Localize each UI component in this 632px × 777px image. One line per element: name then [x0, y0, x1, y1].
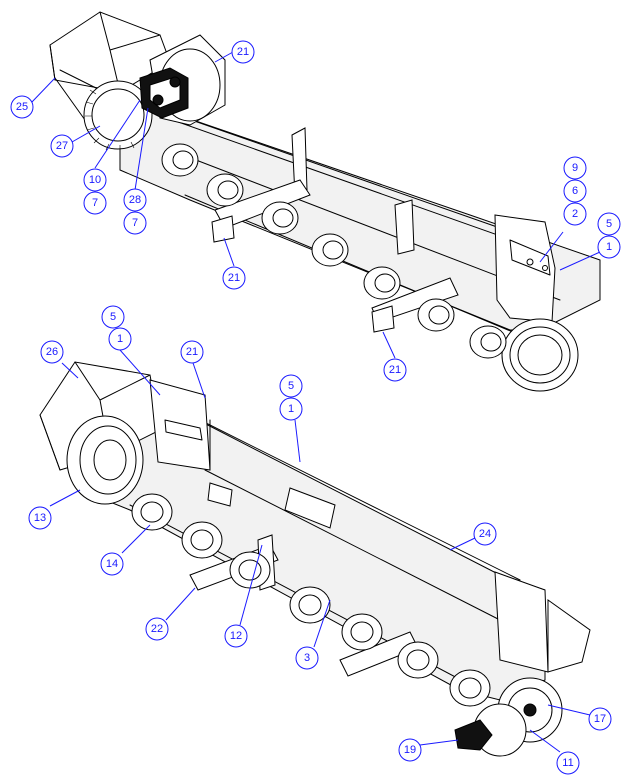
- svg-text:5: 5: [110, 311, 116, 323]
- svg-text:3: 3: [304, 652, 310, 664]
- balloon-7[interactable]: 7: [83, 191, 107, 215]
- svg-text:9: 9: [572, 162, 578, 174]
- bottom-rollers-top-view: [161, 143, 507, 359]
- svg-text:14: 14: [106, 558, 118, 570]
- balloon-21[interactable]: 21: [383, 358, 407, 382]
- svg-text:11: 11: [562, 757, 573, 769]
- balloon-19[interactable]: 19: [398, 738, 422, 762]
- drive-sprocket: [83, 80, 153, 152]
- callout-balloons: 25 21 27 10 7 28 7 21 9 6 2 5 1 21 5 1 2…: [10, 40, 621, 775]
- svg-text:27: 27: [56, 140, 68, 152]
- leader-lines: [30, 51, 601, 753]
- balloon-5[interactable]: 5: [279, 374, 303, 398]
- svg-text:19: 19: [404, 744, 416, 756]
- balloon-6[interactable]: 6: [563, 179, 587, 203]
- balloon-14[interactable]: 14: [100, 552, 124, 576]
- svg-text:24: 24: [479, 528, 491, 540]
- svg-text:5: 5: [288, 380, 294, 392]
- svg-text:12: 12: [230, 630, 242, 642]
- svg-text:10: 10: [89, 174, 101, 186]
- balloon-11[interactable]: 11: [556, 751, 580, 775]
- balloon-1[interactable]: 1: [108, 327, 132, 351]
- svg-text:25: 25: [16, 101, 28, 113]
- balloon-27[interactable]: 27: [50, 134, 74, 158]
- svg-text:1: 1: [606, 241, 612, 253]
- balloon-9[interactable]: 9: [563, 156, 587, 180]
- bottom-track-assembly: [39, 361, 591, 757]
- top-track-assembly: [49, 11, 601, 392]
- bottom-drive-sprocket: [473, 677, 563, 757]
- balloon-24[interactable]: 24: [473, 522, 497, 546]
- balloon-5[interactable]: 5: [597, 212, 621, 236]
- svg-text:28: 28: [129, 194, 141, 206]
- balloon-13[interactable]: 13: [28, 506, 52, 530]
- svg-text:1: 1: [288, 403, 294, 415]
- balloon-7[interactable]: 7: [123, 211, 147, 235]
- balloon-12[interactable]: 12: [224, 624, 248, 648]
- balloon-21[interactable]: 21: [222, 266, 246, 290]
- hydraulic-motor: [139, 67, 189, 119]
- balloon-28[interactable]: 28: [123, 188, 147, 212]
- svg-text:1: 1: [117, 333, 123, 345]
- svg-text:21: 21: [186, 346, 198, 358]
- balloon-3[interactable]: 3: [295, 646, 319, 670]
- balloon-21[interactable]: 21: [231, 40, 255, 64]
- balloon-5[interactable]: 5: [101, 305, 125, 329]
- bottom-rollers-bottom-view: [131, 493, 491, 707]
- svg-text:21: 21: [228, 272, 240, 284]
- svg-text:5: 5: [606, 218, 612, 230]
- balloon-10[interactable]: 10: [83, 168, 107, 192]
- balloon-2[interactable]: 2: [563, 202, 587, 226]
- svg-text:17: 17: [594, 713, 606, 725]
- svg-text:2: 2: [572, 208, 578, 220]
- balloon-1[interactable]: 1: [597, 235, 621, 259]
- balloon-22[interactable]: 22: [145, 617, 169, 641]
- svg-text:21: 21: [237, 46, 249, 58]
- balloon-17[interactable]: 17: [588, 707, 612, 731]
- balloon-1[interactable]: 1: [279, 397, 303, 421]
- svg-text:22: 22: [151, 623, 163, 635]
- balloon-26[interactable]: 26: [40, 340, 64, 364]
- idler-wheel: [501, 318, 579, 392]
- svg-text:7: 7: [92, 197, 98, 209]
- balloon-25[interactable]: 25: [10, 95, 34, 119]
- left-idler-wheel: [66, 415, 144, 505]
- svg-text:6: 6: [572, 185, 578, 197]
- svg-text:13: 13: [34, 512, 46, 524]
- balloon-21[interactable]: 21: [180, 340, 204, 364]
- svg-text:26: 26: [46, 346, 58, 358]
- svg-text:21: 21: [389, 364, 401, 376]
- svg-text:7: 7: [132, 217, 138, 229]
